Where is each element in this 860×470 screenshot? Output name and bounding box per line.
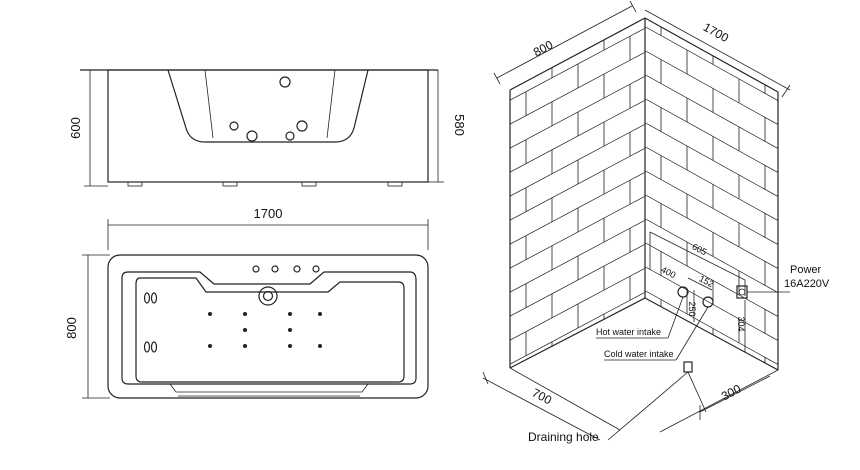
wall-view: 800 1700 605 400 152 250 304 700 — [482, 0, 830, 467]
brick-wall-right — [635, 18, 790, 467]
drain-fitting — [683, 361, 693, 373]
jet-circle — [229, 121, 239, 131]
brick-course-line — [645, 92, 778, 180]
brick-course-line — [645, 212, 778, 300]
foot — [127, 181, 143, 187]
jet-circle — [296, 120, 308, 132]
brick-course-line — [645, 68, 778, 156]
dim-600-label: 600 — [68, 117, 83, 139]
brick-course-line — [510, 18, 645, 58]
brick-course-line — [510, 142, 645, 226]
draining-hole-label: Draining hole — [528, 430, 599, 444]
jet-circle — [246, 130, 258, 142]
headrest — [169, 383, 369, 393]
tub-rim — [121, 271, 417, 385]
brick-course-line — [645, 356, 778, 370]
dim-wall-800-label: 800 — [531, 37, 556, 59]
tub-basin — [135, 277, 405, 383]
brick-course-line — [510, 118, 645, 202]
body-jets — [208, 312, 322, 348]
brick-course-line — [635, 381, 790, 467]
brick-course-line — [510, 46, 645, 130]
brick-course-line — [645, 18, 778, 84]
dim-580-label: 580 — [452, 114, 467, 136]
drain-inner — [262, 290, 274, 302]
dim-605-label: 605 — [690, 241, 708, 257]
power-spec-label: 16A220V — [784, 278, 830, 290]
dim-1700-label: 1700 — [254, 206, 283, 221]
brick-course-line — [510, 238, 645, 322]
hot-water-fitting — [677, 286, 689, 298]
brick-course-line — [510, 334, 645, 368]
jet-circle — [293, 265, 301, 273]
brick-course-line — [510, 190, 645, 274]
brick-course-line — [510, 286, 645, 368]
dim-800-label: 800 — [64, 317, 79, 339]
jet-circle — [252, 265, 260, 273]
jet-circle — [285, 131, 295, 141]
dim-250-label: 250 — [687, 301, 697, 316]
foot — [222, 181, 238, 187]
power-label: Power — [790, 264, 822, 276]
cold-water-label: Cold water intake — [604, 349, 674, 359]
side-view-basin — [167, 69, 369, 143]
dim-304-label: 304 — [736, 316, 746, 331]
brick-course-line — [510, 94, 645, 178]
jet-circle — [312, 265, 320, 273]
brick-course-line — [510, 18, 645, 82]
foot — [387, 181, 403, 187]
pillow-jets — [143, 292, 158, 353]
side-view: 600 580 — [68, 69, 467, 187]
brick-wall-left — [510, 18, 645, 368]
top-view: 1700 800 — [64, 206, 429, 399]
dim-700-label: 700 — [530, 386, 555, 408]
dim-400-label: 400 — [659, 264, 677, 280]
side-view-body — [107, 69, 429, 183]
brick-course-line — [645, 44, 778, 132]
tub-outline — [107, 254, 429, 399]
hot-water-label: Hot water intake — [596, 327, 661, 337]
brick-course-line — [645, 116, 778, 204]
brick-course-line — [645, 20, 778, 108]
brick-course-line — [645, 140, 778, 228]
brick-course-line — [510, 166, 645, 250]
brick-course-line — [645, 188, 778, 276]
jet-circle — [279, 76, 291, 88]
foot — [301, 181, 317, 187]
brick-course-line — [510, 214, 645, 298]
brick-course-line — [645, 164, 778, 252]
jet-circle — [271, 265, 279, 273]
dim-wall-1700-label: 1700 — [701, 20, 731, 45]
drain-circle — [258, 286, 278, 306]
